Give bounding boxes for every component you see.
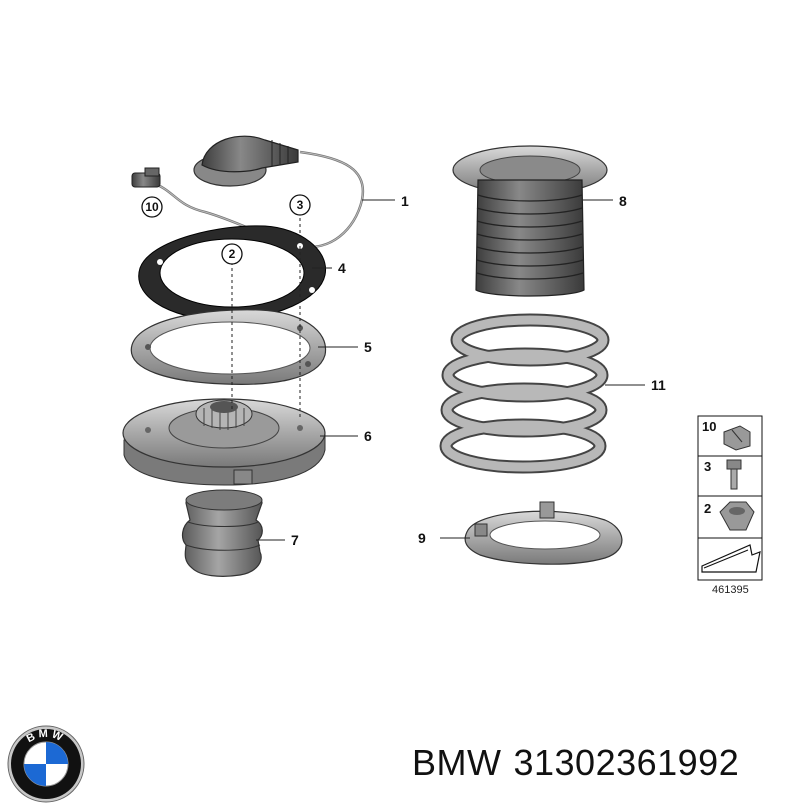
strut-mount-part bbox=[122, 398, 326, 486]
coil-spring-part bbox=[439, 313, 610, 474]
callout-10: 10 bbox=[145, 200, 159, 214]
bump-stop-part bbox=[181, 489, 263, 577]
sensor-part bbox=[131, 135, 365, 249]
bolt-icon bbox=[726, 459, 742, 490]
svg-text:BMW: BMW bbox=[25, 728, 67, 745]
plate-part bbox=[130, 309, 327, 385]
callout-circle-2: 2 bbox=[221, 243, 243, 265]
legend-label-2: 2 bbox=[704, 501, 711, 516]
callout-6: 6 bbox=[364, 428, 372, 444]
legend-label-10: 10 bbox=[702, 419, 716, 434]
diagram-id: 461395 bbox=[712, 584, 749, 596]
callout-4: 4 bbox=[338, 260, 346, 276]
brand-name: BMW bbox=[412, 742, 502, 783]
callout-circle-3: 3 bbox=[289, 194, 311, 216]
callout-5: 5 bbox=[364, 339, 372, 355]
bmw-roundel-icon: BMW bbox=[6, 724, 86, 804]
callout-2: 2 bbox=[229, 247, 236, 261]
callout-11: 11 bbox=[651, 377, 666, 393]
legend-label-3: 3 bbox=[704, 459, 711, 474]
logo-letters: BMW bbox=[25, 728, 64, 745]
callout-8: 8 bbox=[619, 193, 627, 209]
part-number: 31302361992 bbox=[513, 742, 740, 783]
callout-circle-10: 10 bbox=[141, 196, 163, 218]
leader-lines bbox=[231, 199, 645, 541]
brand-line: BMW 31302361992 bbox=[412, 742, 751, 784]
parts-legend: 10 3 2 461395 bbox=[697, 415, 763, 596]
boot-part bbox=[452, 145, 608, 297]
spring-pad-part bbox=[464, 501, 623, 565]
arrow-icon bbox=[701, 544, 761, 573]
callout-1: 1 bbox=[401, 193, 409, 209]
wire-clip-icon bbox=[723, 425, 751, 451]
nut-icon bbox=[719, 501, 755, 531]
callout-9: 9 bbox=[418, 530, 426, 546]
callout-7: 7 bbox=[291, 532, 299, 548]
callout-3: 3 bbox=[297, 198, 304, 212]
